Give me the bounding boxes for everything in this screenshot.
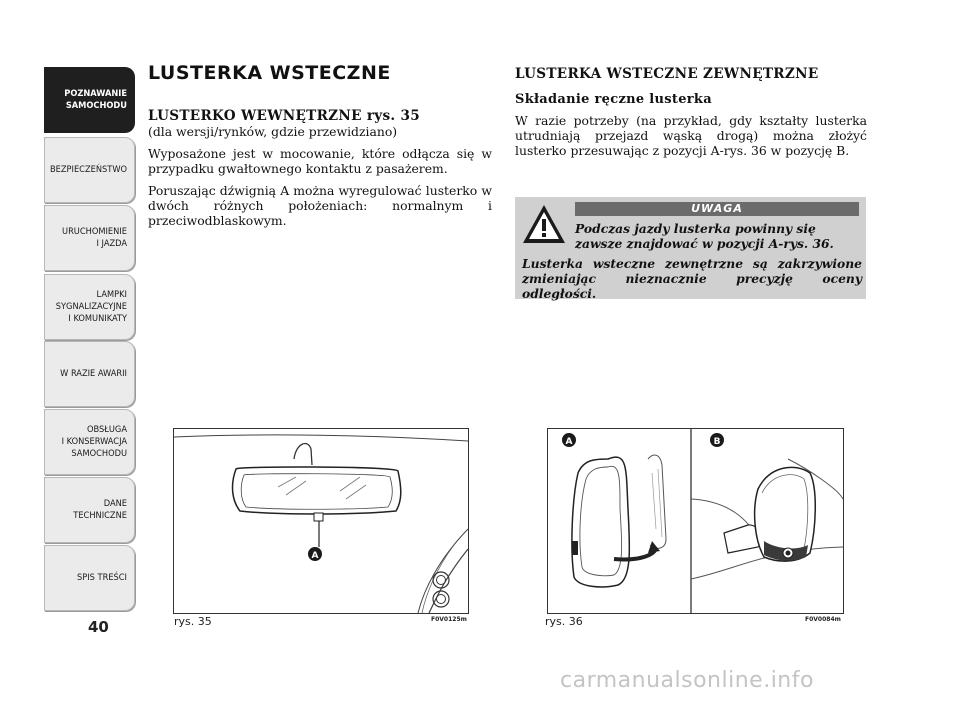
tab-label: LAMPKI SYGNALIZACYJNE I KOMUNIKATY: [55, 289, 127, 324]
interior-mirror-illustration: A: [173, 434, 469, 614]
marker-b-circle: [710, 433, 724, 447]
tab-label: BEZPIECZEŃSTWO: [49, 164, 127, 175]
tab-label: OBSŁUGA I KONSERWACJA SAMOCHODU: [61, 424, 127, 459]
tab-bezpieczenstwo[interactable]: BEZPIECZEŃSTWO: [44, 137, 135, 203]
paragraph: Wyposażone jest w mocowanie, które odłąc…: [148, 146, 492, 176]
section-title-exterior-mirrors: LUSTERKA WSTECZNE ZEWNĘTRZNE: [515, 66, 819, 82]
paragraph: Poruszając dźwignią A można wyregulować …: [148, 183, 492, 228]
tab-obsluga-i-konserwacja[interactable]: OBSŁUGA I KONSERWACJA SAMOCHODU: [44, 409, 135, 475]
page-title: LUSTERKA WSTECZNE: [148, 62, 391, 84]
section-title-interior-mirror: LUSTERKO WEWNĘTRZNE rys. 35: [148, 108, 421, 124]
tab-label: SPIS TREŚCI: [76, 572, 127, 583]
tab-label: URUCHOMIENIE I JAZDA: [62, 226, 127, 249]
marker-b-label: B: [714, 437, 721, 447]
marker-a-label: A: [566, 437, 573, 447]
tab-uruchomienie-i-jazda[interactable]: URUCHOMIENIE I JAZDA: [44, 205, 135, 271]
warning-label: UWAGA: [575, 202, 859, 216]
figure-code: F0V0125m: [431, 616, 467, 623]
figure-exterior-mirror: A B: [547, 428, 844, 614]
tab-poznawanie-samochodu[interactable]: POZNAWANIE SAMOCHODU: [44, 67, 135, 133]
figure-caption: rys. 36: [545, 615, 583, 628]
paragraph: W razie potrzeby (na przykład, gdy kszta…: [515, 113, 867, 158]
figure-interior-mirror: A: [173, 428, 469, 614]
page-number: 40: [88, 618, 109, 636]
tab-w-razie-awarii[interactable]: W RAZIE AWARII: [44, 341, 135, 407]
left-column: LUSTERKO WEWNĘTRZNE rys. 35 (dla wersji/…: [148, 108, 492, 235]
warning-triangle-icon: [523, 205, 565, 243]
section-note: (dla wersji/rynków, gdzie przewidziano): [148, 124, 398, 139]
tab-label: POZNAWANIE SAMOCHODU: [64, 88, 127, 111]
marker-a-label: A: [312, 551, 319, 561]
warning-text: Podczas jazdy lusterka powinny się zawsz…: [575, 221, 834, 251]
exterior-mirror-illustration: A B: [562, 429, 844, 613]
warning-text: Lusterka wsteczne zewnętrzne są zakrzywi…: [522, 256, 862, 301]
right-column: LUSTERKA WSTECZNE ZEWNĘTRZNE Składanie r…: [515, 66, 867, 165]
tab-dane-techniczne[interactable]: DANE TECHNICZNE: [44, 477, 135, 543]
tab-label: W RAZIE AWARII: [60, 368, 127, 379]
warning-box: UWAGA Podczas jazdy lusterka powinny się…: [515, 197, 866, 301]
figure-code: F0V0084m: [805, 616, 841, 623]
tab-label: DANE TECHNICZNE: [73, 498, 127, 521]
marker-a-circle: [562, 433, 576, 447]
subtitle-manual-folding: Składanie ręczne lusterka: [515, 92, 712, 107]
watermark: carmanualsonline.info: [560, 668, 814, 693]
marker-a-circle: [308, 547, 322, 561]
figure-caption: rys. 35: [174, 615, 212, 628]
tab-spis-tresci[interactable]: SPIS TREŚCI: [44, 545, 135, 611]
tab-lampki-sygnalizacyjne[interactable]: LAMPKI SYGNALIZACYJNE I KOMUNIKATY: [44, 274, 135, 340]
